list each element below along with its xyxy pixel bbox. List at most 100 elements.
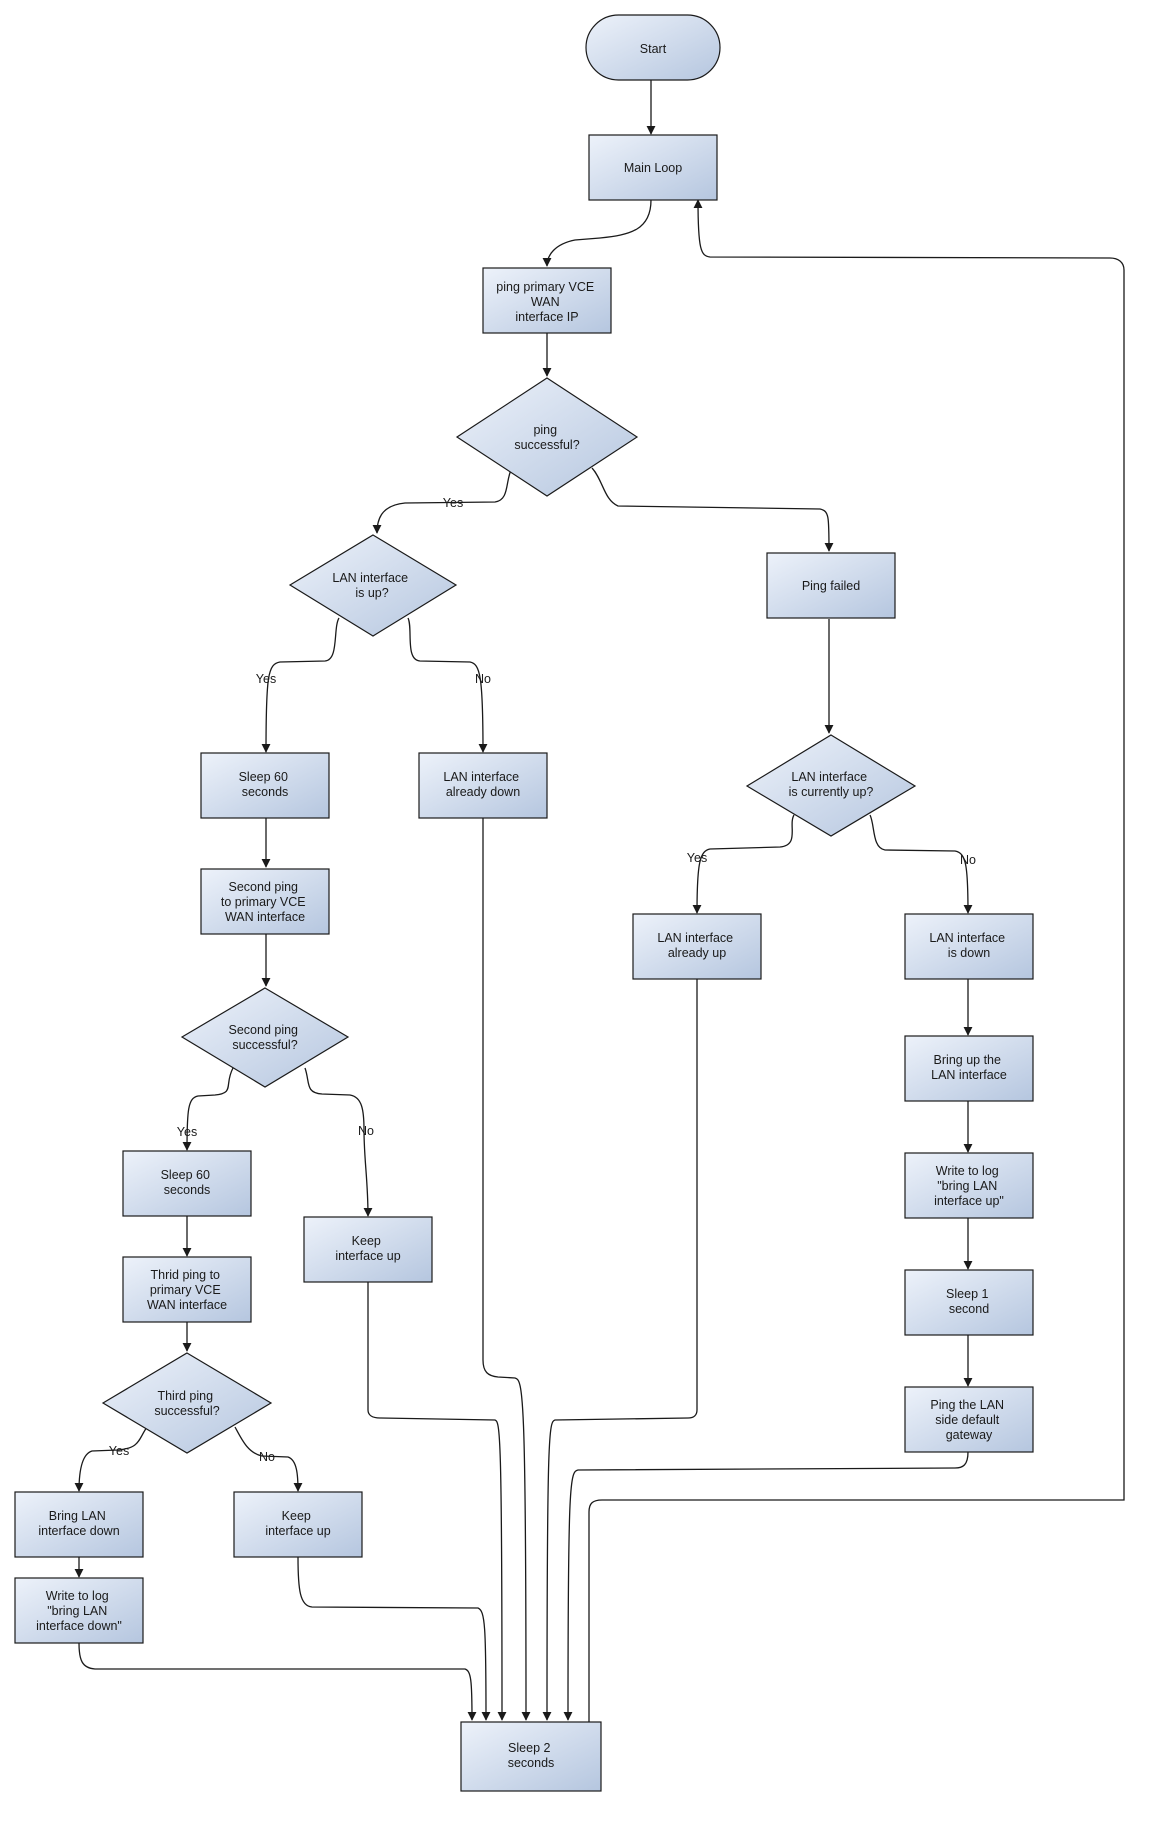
node-ping-lan-gateway: Ping the LAN side default gateway (904, 1386, 1034, 1453)
edge-lanupalready-sleep2 (542, 979, 698, 1721)
label-yes-lanup: Yes (256, 672, 276, 686)
node-write-log-up-line-3: interface up" (934, 1194, 1004, 1208)
edge-pinggw-sleep2 (563, 1451, 969, 1721)
svg-text:Bring up the LAN inter: Bring up the LAN interface (931, 1053, 1007, 1082)
edge-mainloop-ping (542, 199, 652, 267)
node-third-ping-question-line-2: successful? (154, 1404, 219, 1418)
svg-text:Sleep 60 seconds: Sleep 60 seconds (239, 770, 292, 799)
edge-lanupq-no (407, 617, 488, 753)
edge-writelogdown-sleep2 (78, 1642, 477, 1721)
node-bring-up-lan: Bring up the LAN interface (904, 1035, 1034, 1102)
label-no-second: No (358, 1124, 374, 1138)
edge-labels: Yes Yes No Yes No Yes No Yes No (109, 496, 976, 1464)
node-write-log-down-line-3: interface down" (36, 1619, 122, 1633)
node-lan-already-up-line-2: already up (668, 946, 726, 960)
node-sleep-1-line-2: second (949, 1302, 989, 1316)
label-no-lanup: No (475, 672, 491, 686)
node-keep-interface-up-a: Keep interface up (303, 1216, 433, 1283)
node-lan-is-down: LAN interface is down (904, 913, 1034, 980)
svg-text:Ping the LAN side defa: Ping the LAN side default gateway (930, 1398, 1007, 1442)
node-sleep-2: Sleep 2 seconds (460, 1721, 602, 1792)
svg-text:Keep interface up: Keep interface up (265, 1509, 330, 1538)
node-sleep-60-a-line-2: seconds (242, 785, 289, 799)
node-main-loop-line-1: Main Loop (624, 161, 682, 175)
node-lan-already-down-line-1: LAN interface (443, 770, 519, 784)
node-sleep-60-a-line-1: Sleep 60 (239, 770, 288, 784)
svg-text:LAN interface is up?: LAN interface is up? (332, 571, 411, 600)
svg-text:LAN interface is down: LAN interface is down (929, 931, 1008, 960)
edge-lanupq-yes (261, 617, 340, 753)
node-lan-is-down-line-2: is down (948, 946, 990, 960)
node-ping-primary: ping primary VCE WAN interface IP (482, 267, 612, 334)
nodes: Start Main Loop ping primary VCE WAN int… (14, 14, 1034, 1792)
node-third-ping-line-1: Thrid ping to (151, 1268, 221, 1282)
node-keep-interface-up-a-line-2: interface up (335, 1249, 400, 1263)
node-bring-up-lan-line-1: Bring up the (934, 1053, 1001, 1067)
node-lan-up-question-line-2: is up? (355, 586, 388, 600)
node-second-ping-question-line-1: Second ping (229, 1023, 299, 1037)
edge-pingq-no (591, 467, 834, 552)
node-ping-lan-gateway-line-2: side default (935, 1413, 999, 1427)
node-second-ping-line-1: Second ping (229, 880, 299, 894)
node-lan-currently-up-question-line-1: LAN interface (791, 770, 867, 784)
node-write-log-up-line-2: "bring LAN (937, 1179, 997, 1193)
node-lan-up-question: LAN interface is up? (288, 534, 458, 637)
node-lan-up-question-line-1: LAN interface (332, 571, 408, 585)
node-ping-primary-line-3: interface IP (515, 310, 578, 324)
label-yes-lancur: Yes (687, 851, 707, 865)
node-ping-failed-line-1: Ping failed (802, 579, 860, 593)
svg-text:Start: Start (640, 42, 667, 56)
node-bring-lan-down: Bring LAN interface down (14, 1491, 144, 1558)
edge-thirdq-no (234, 1426, 303, 1492)
node-sleep-60-b-line-2: seconds (164, 1183, 211, 1197)
node-write-log-down-line-2: "bring LAN (47, 1604, 107, 1618)
node-third-ping-question: Third ping successful? (101, 1352, 273, 1454)
node-second-ping-question: Second ping successful? (180, 987, 350, 1088)
edge-keepupb-sleep2 (297, 1556, 491, 1721)
svg-text:ping successful?: ping successful? (514, 423, 579, 452)
svg-text:ping primary VCE WAN: ping primary VCE WAN interface IP (496, 280, 597, 324)
svg-text:Third ping successful?: Third ping successful? (154, 1389, 219, 1418)
node-write-log-down-line-1: Write to log (46, 1589, 109, 1603)
node-write-log-up: Write to log "bring LAN interface up" (904, 1152, 1034, 1219)
svg-text:Second ping to primary: Second ping to primary VCE WAN interface (221, 880, 309, 924)
node-ping-failed: Ping failed (766, 552, 896, 619)
node-third-ping-line-2: primary VCE (150, 1283, 221, 1297)
svg-text:Write to log "bring LA: Write to log "bring LAN interface up" (934, 1164, 1004, 1208)
node-lan-currently-up-question-line-2: is currently up? (789, 785, 874, 799)
node-write-log-down: Write to log "bring LAN interface down" (14, 1577, 144, 1644)
edge-pingq-yes (372, 467, 513, 534)
edge-thirdq-yes (74, 1426, 148, 1492)
node-keep-interface-up-b-line-1: Keep (282, 1509, 311, 1523)
node-second-ping: Second ping to primary VCE WAN interface (200, 868, 330, 935)
node-lan-already-up-line-1: LAN interface (657, 931, 733, 945)
label-yes-second: Yes (177, 1125, 197, 1139)
node-bring-lan-down-line-2: interface down (38, 1524, 119, 1538)
node-bring-up-lan-line-2: LAN interface (931, 1068, 1007, 1082)
node-write-log-up-line-1: Write to log (936, 1164, 999, 1178)
node-lan-already-down-line-2: already down (446, 785, 520, 799)
node-sleep-2-line-2: seconds (508, 1756, 555, 1770)
edge-lancurq-no (869, 814, 973, 914)
node-third-ping: Thrid ping to primary VCE WAN interface (122, 1256, 252, 1323)
node-lan-already-down: LAN interface already down (418, 752, 548, 819)
svg-text:LAN interface already: LAN interface already down (443, 770, 522, 799)
node-second-ping-line-3: WAN interface (225, 910, 305, 924)
node-bring-lan-down-line-1: Bring LAN (49, 1509, 106, 1523)
node-second-ping-line-2: to primary VCE (221, 895, 306, 909)
svg-text:Sleep 1 second: Sleep 1 second (946, 1287, 992, 1316)
edges (74, 80, 1125, 1722)
node-sleep-60-b: Sleep 60 seconds (122, 1150, 252, 1217)
node-ping-primary-line-1: ping primary VCE (496, 280, 594, 294)
svg-text:Write to log "bring LA: Write to log "bring LAN interface down" (36, 1589, 122, 1633)
node-lan-currently-up-question: LAN interface is currently up? (745, 734, 917, 837)
node-lan-already-up: LAN interface already up (632, 913, 762, 980)
svg-text:Sleep 60 seconds: Sleep 60 seconds (161, 1168, 214, 1197)
label-no-lancur: No (960, 853, 976, 867)
edge-landownalready-sleep2 (482, 818, 531, 1721)
node-third-ping-question-line-1: Third ping (157, 1389, 213, 1403)
svg-text:LAN interface is curre: LAN interface is currently up? (789, 770, 874, 799)
svg-text:Keep interface up: Keep interface up (335, 1234, 400, 1263)
node-keep-interface-up-b: Keep interface up (233, 1491, 363, 1558)
